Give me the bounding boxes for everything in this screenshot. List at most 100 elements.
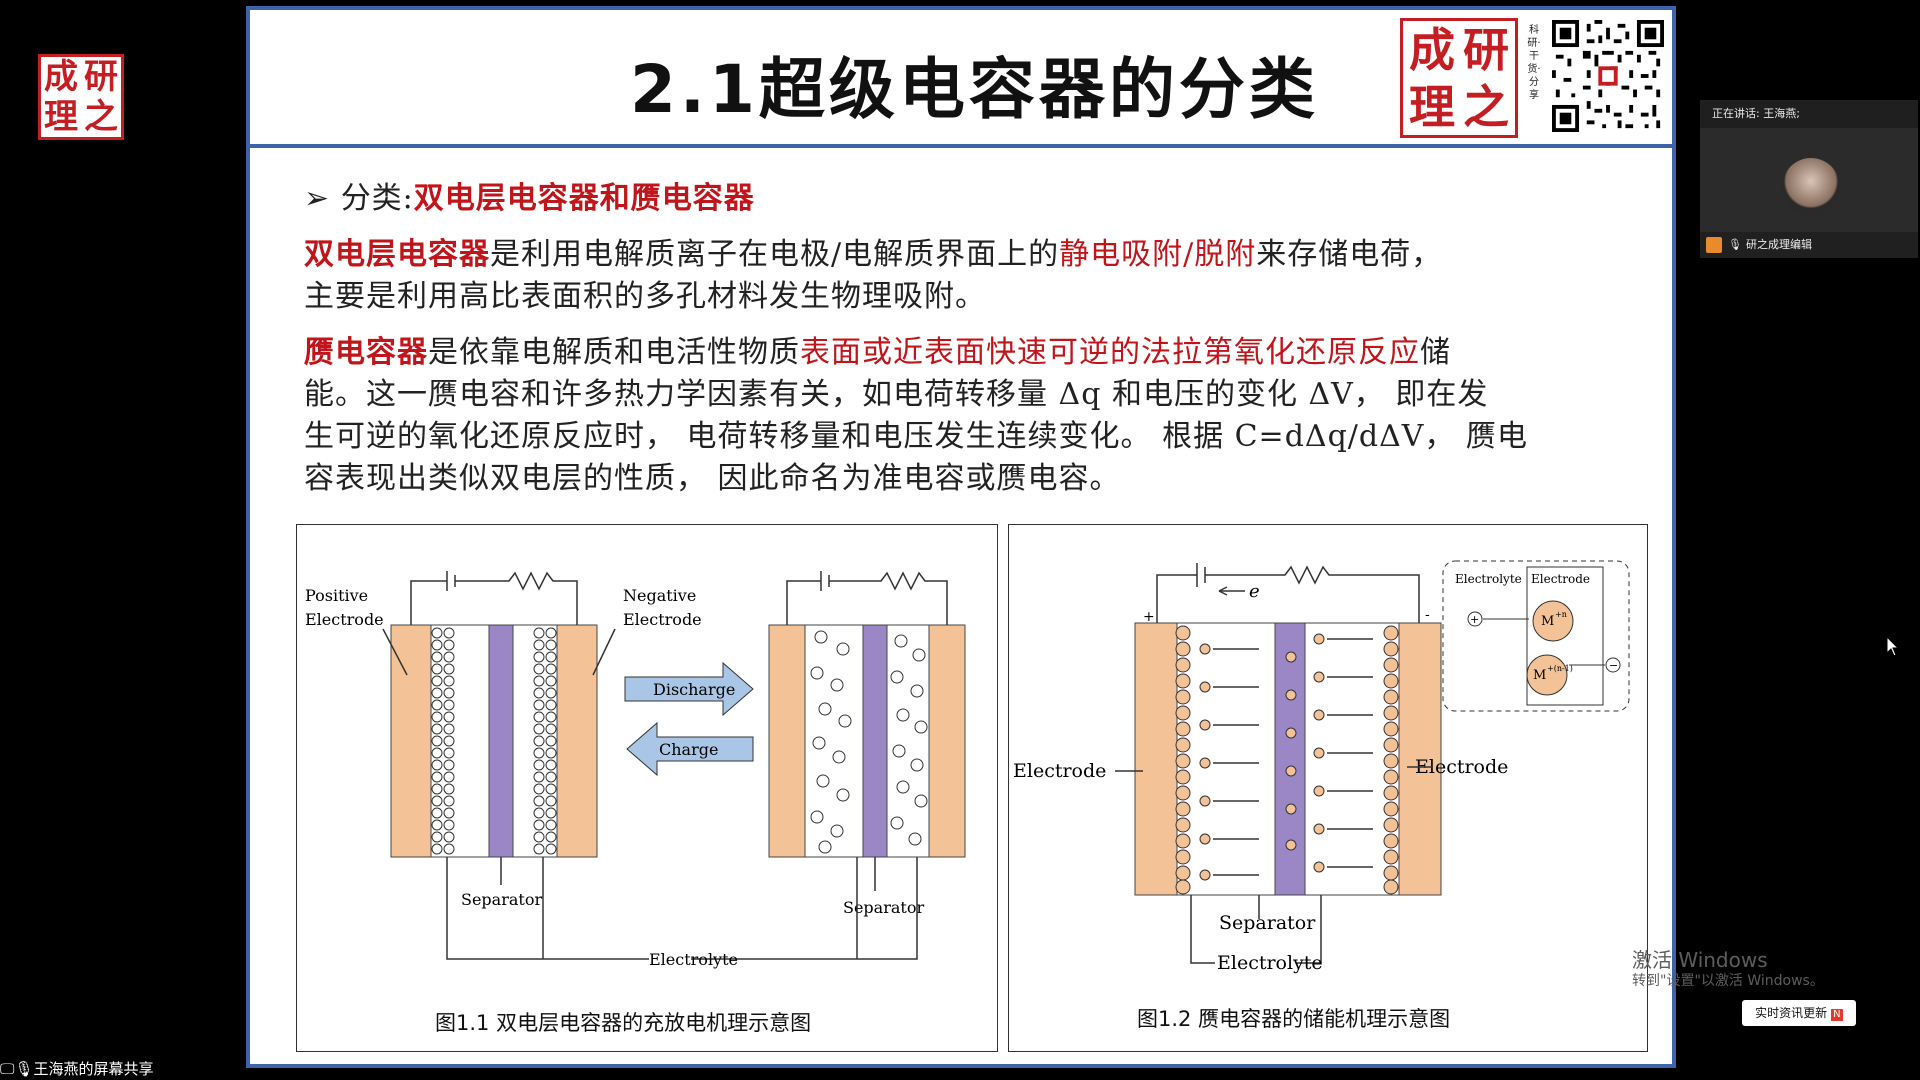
circuit-right bbox=[786, 571, 948, 625]
para2-text-b: 储 bbox=[1420, 335, 1451, 370]
metal-ion-reduced bbox=[1526, 654, 1568, 696]
electrode-right bbox=[556, 624, 598, 858]
separator-label-left: Separator bbox=[461, 890, 542, 909]
electrolyte-label: Electrolyte bbox=[1217, 952, 1323, 974]
mic-icon: 🎙 bbox=[14, 1060, 34, 1078]
slide-header: 2.1超级电容器的分类 成 研 理 之 科研·干货·分享 bbox=[250, 10, 1672, 142]
separator bbox=[1274, 622, 1306, 896]
mic-icon: 🎙 bbox=[1728, 238, 1742, 251]
metal-ion-m1: M bbox=[1541, 614, 1554, 629]
figure1-caption: 图1.1 双电层电容器的充放电机理示意图 bbox=[435, 1011, 812, 1035]
separator-discharged bbox=[862, 624, 888, 858]
para2-line4: 容表现出类似双电层的性质， 因此命名为准电容或赝电容。 bbox=[304, 461, 1121, 496]
charge-label: Charge bbox=[659, 740, 718, 759]
pointer-line bbox=[592, 628, 616, 676]
classification-heading: ➢ 分类:双电层电容器和赝电容器 bbox=[304, 178, 1644, 220]
paragraph-pseudocap: 赝电容器是依靠电解质和电活性物质表面或近表面快速可逆的法拉第氧化还原反应储 能。… bbox=[304, 332, 1644, 500]
mouse-cursor-icon bbox=[1886, 636, 1900, 657]
electrode-left-label: Electrode bbox=[1013, 760, 1106, 782]
electrolyte-lines bbox=[446, 857, 918, 960]
inset-electrode-label: Electrode bbox=[1531, 572, 1590, 586]
ion-arrows bbox=[1213, 638, 1373, 876]
ion-column-right bbox=[533, 627, 557, 855]
para2-highlight: 表面或近表面快速可逆的法拉第氧化还原反应 bbox=[800, 335, 1420, 370]
electron-label: e bbox=[1249, 581, 1260, 602]
electrode-left bbox=[1134, 622, 1178, 896]
circuit bbox=[1156, 563, 1420, 623]
heading-highlight: 双电层电容器和赝电容器 bbox=[413, 181, 755, 216]
user-icon bbox=[1706, 237, 1722, 253]
participant-name: 研之成理编辑 bbox=[1745, 238, 1812, 251]
paragraph-edlc: 双电层电容器是利用电解质离子在电极/电解质界面上的静电吸附/脱附来存储电荷， 主… bbox=[304, 234, 1644, 318]
participant-footer: 🎙研之成理编辑 bbox=[1700, 232, 1918, 258]
inset-box bbox=[1442, 560, 1630, 712]
negative-electrode-label-1: Negative bbox=[623, 586, 696, 605]
electrode-right-label: Electrode bbox=[1415, 756, 1508, 778]
logo-char: 之 bbox=[1463, 79, 1509, 134]
title-divider bbox=[250, 144, 1672, 148]
screen-share-icon: 🖵 bbox=[0, 1060, 15, 1078]
electrode-left-discharged bbox=[768, 624, 806, 858]
para1-text-b: 来存储电荷， bbox=[1256, 237, 1443, 272]
para2-line3: 生可逆的氧化还原反应时， 电荷转移量和电压发生连续变化。 根据 C=dΔq/dΔ… bbox=[304, 419, 1528, 454]
metal-ion-m1-sup: +n bbox=[1555, 610, 1567, 619]
news-icon: N bbox=[1830, 1009, 1843, 1021]
ion-column-left bbox=[431, 627, 455, 855]
discharge-arrow bbox=[624, 661, 754, 717]
news-update-label: 实时资讯更新 bbox=[1755, 1006, 1828, 1020]
figure-pseudocap-diagram: e + - Electrode Electrode Separator Elec… bbox=[1008, 524, 1648, 1052]
electrolyte-label: Electrolyte bbox=[649, 950, 738, 969]
logo-char: 成 bbox=[44, 57, 78, 97]
circuit-left bbox=[410, 571, 578, 625]
positive-electrode-label-2: Electrode bbox=[305, 610, 384, 629]
brand-logo: 成 研 理 之 bbox=[1400, 18, 1518, 138]
minus-sign: − bbox=[1609, 659, 1618, 672]
dispersed-ions bbox=[810, 630, 928, 854]
participant-avatar bbox=[1782, 158, 1840, 216]
term-edlc: 双电层电容器 bbox=[304, 237, 490, 272]
metal-ion-oxidized bbox=[1532, 600, 1574, 642]
plus-terminal: + bbox=[1143, 609, 1155, 625]
qr-code-icon bbox=[1552, 20, 1664, 132]
electrode-right bbox=[1398, 622, 1442, 896]
logo-char: 理 bbox=[1409, 79, 1455, 134]
brand-tagline: 科研·干货·分享 bbox=[1527, 25, 1541, 101]
negative-electrode-label-2: Electrode bbox=[623, 610, 702, 629]
electrode-left bbox=[390, 624, 432, 858]
logo-char: 理 bbox=[44, 97, 78, 137]
para1-line2: 主要是利用高比表面积的多孔材料发生物理吸附。 bbox=[304, 279, 986, 314]
news-update-button[interactable]: 实时资讯更新 N bbox=[1742, 1000, 1856, 1026]
anion-icon bbox=[1605, 657, 1621, 673]
discharge-label: Discharge bbox=[653, 680, 735, 699]
para2-line2: 能。这一赝电容和许多热力学因素有关，如电荷转移量 Δq 和电压的变化 ΔV， 即… bbox=[304, 377, 1489, 412]
figure2-caption: 图1.2 赝电容器的储能机理示意图 bbox=[1137, 1007, 1451, 1031]
logo-char: 成 bbox=[1409, 22, 1455, 77]
plus-sign: + bbox=[1470, 613, 1479, 626]
shared-slide: 2.1超级电容器的分类 成 研 理 之 科研·干货·分享 bbox=[246, 6, 1676, 1068]
edlc-diagram: Positive Electrode Negative Electrode Di… bbox=[305, 571, 966, 969]
term-pseudocap: 赝电容器 bbox=[304, 335, 428, 370]
brand-logo-side: 成 研 理 之 bbox=[38, 54, 124, 140]
slide-title: 2.1超级电容器的分类 bbox=[630, 51, 1319, 128]
para1-highlight: 静电吸附/脱附 bbox=[1059, 237, 1257, 272]
participant-panel[interactable]: 正在讲话: 王海燕; 🎙研之成理编辑 bbox=[1700, 100, 1918, 258]
separator bbox=[488, 624, 514, 858]
metal-ion-m2-sup: +(n-1) bbox=[1547, 664, 1573, 673]
electrolyte-lines bbox=[1190, 895, 1322, 964]
cation-icon bbox=[1467, 611, 1483, 627]
logo-char: 研 bbox=[1463, 22, 1509, 77]
para1-text-a: 是利用电解质离子在电极/电解质界面上的 bbox=[490, 237, 1060, 272]
figure-edlc-diagram: Positive Electrode Negative Electrode Di… bbox=[296, 524, 998, 1052]
share-label-text: 王海燕的屏幕共享 bbox=[33, 1060, 154, 1078]
electrode-right-discharged bbox=[928, 624, 966, 858]
metal-ion-m2: M bbox=[1533, 668, 1546, 683]
surface-ions bbox=[1175, 625, 1399, 895]
logo-char: 之 bbox=[84, 97, 118, 137]
pointer-line bbox=[382, 628, 408, 676]
para2-text-a: 是依靠电解质和电活性物质 bbox=[428, 335, 800, 370]
bullet-arrow-icon: ➢ bbox=[304, 181, 341, 216]
inset-electrode-frame bbox=[1526, 566, 1604, 706]
pseudocap-diagram: e + - Electrode Electrode Separator Elec… bbox=[1013, 560, 1630, 974]
heading-prefix: 分类: bbox=[340, 181, 414, 216]
positive-electrode-label-1: Positive bbox=[305, 586, 368, 605]
